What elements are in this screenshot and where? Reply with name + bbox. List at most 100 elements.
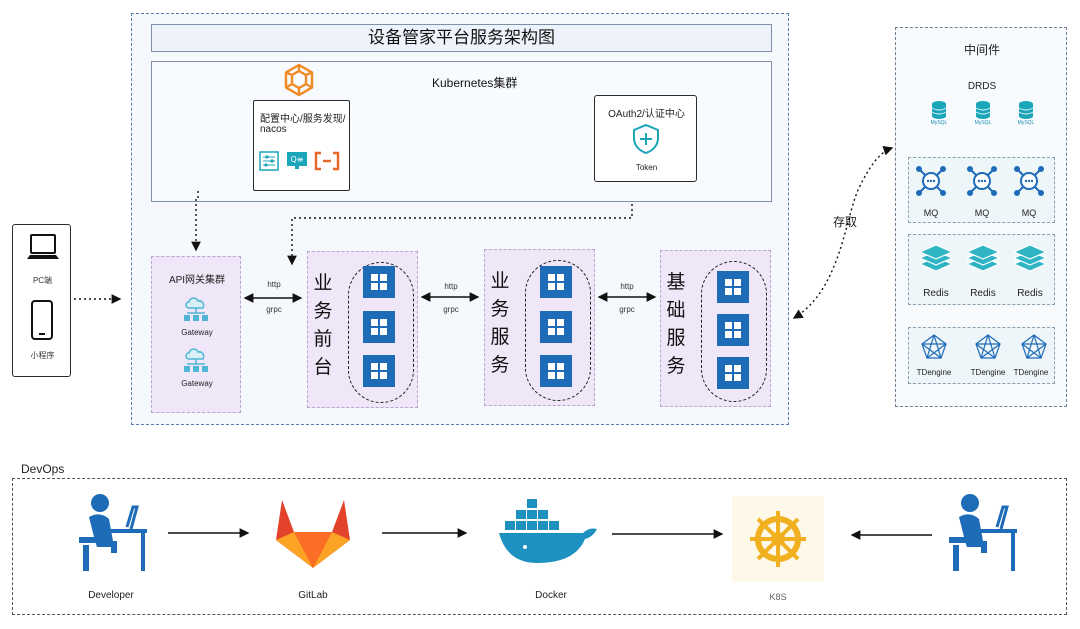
mq-label: MQ	[974, 208, 990, 218]
service-panel-frontend: 业 务 前 台	[307, 251, 418, 408]
gitlab-fox-icon	[276, 500, 350, 568]
k8s-hexagon-icon	[284, 63, 314, 97]
config-center-line2: nacos	[260, 124, 287, 135]
mq-hub-icon	[916, 166, 946, 196]
http-label: http	[267, 280, 281, 289]
mysql-label: MySQL	[1017, 120, 1035, 126]
devops-title: DevOps	[21, 462, 65, 476]
monitor-icon: Q≡	[287, 152, 307, 169]
windows-icon	[717, 271, 749, 303]
developer-icon-tile	[67, 489, 155, 577]
service-instances-oval	[701, 261, 767, 402]
service-char: 服	[666, 328, 686, 349]
gateway-cloud-icon	[184, 297, 208, 321]
k8s-icon-tile	[732, 496, 824, 582]
gitlab-label: GitLab	[298, 590, 328, 601]
grpc-label: grpc	[443, 305, 459, 314]
platform-middleware-arrow	[792, 146, 894, 319]
service-char: 基	[666, 272, 686, 293]
windows-icon	[717, 314, 749, 346]
tdengine-label: TDengine	[1013, 368, 1049, 377]
phone-icon	[31, 300, 53, 340]
windows-icon	[540, 355, 572, 387]
grpc-label: grpc	[619, 305, 635, 314]
laptop-icon	[27, 234, 59, 259]
gateway-label: Gateway	[181, 379, 213, 388]
mysql-db-icon	[931, 101, 947, 119]
tdengine-label: TDengine	[916, 368, 952, 377]
devops-panel	[12, 478, 1067, 615]
service-char: 服	[490, 327, 510, 348]
tdengine-label: TDengine	[970, 368, 1006, 377]
middleware-title: 中间件	[963, 43, 1000, 57]
mysql-label: MySQL	[930, 120, 948, 126]
gitlab-icon-tile	[268, 492, 358, 572]
settings-sliders-icon	[259, 151, 279, 171]
service-char: 前	[313, 329, 333, 350]
redis-group: Redis Redis Redis	[908, 234, 1055, 305]
service-panel-basic: 基 础 服 务	[660, 250, 771, 407]
windows-icon	[363, 355, 395, 387]
service-instances-oval	[348, 262, 414, 403]
client-devices-panel: PC端 小程序	[12, 224, 71, 377]
mq-label: MQ	[923, 208, 939, 218]
mq-label: MQ	[1021, 208, 1037, 218]
grpc-label: grpc	[266, 305, 282, 314]
svg-text:Q≡: Q≡	[291, 155, 304, 164]
k8s-cluster-label: Kubernetes集群	[432, 76, 518, 90]
redis-label: Redis	[970, 288, 996, 299]
k8s-cluster: Kubernetes集群 配置中心/服务发现/ nacos Q≡ OAuth2/…	[151, 61, 772, 202]
tdengine-group: TDengine TDengine TDengine	[908, 327, 1055, 384]
page-title: 设备管家平台服务架构图	[368, 28, 555, 47]
gateway-label: Gateway	[181, 328, 213, 337]
config-center-line1: 配置中心/服务发现/	[260, 114, 346, 125]
service-char: 务	[490, 299, 510, 320]
mq-hub-icon	[967, 166, 997, 196]
redis-label: Redis	[923, 288, 949, 299]
oauth-center-box: OAuth2/认证中心 Token	[594, 95, 697, 182]
pc-label: PC端	[32, 276, 53, 285]
gateway-cloud-icon	[184, 348, 208, 372]
mq-group: MQ MQ MQ	[908, 157, 1055, 223]
bracket-icon	[314, 151, 340, 171]
mysql-db-icon	[975, 101, 991, 119]
http-label: http	[620, 282, 634, 291]
service-char: 础	[666, 300, 686, 321]
service-instances-oval	[525, 260, 591, 401]
tdengine-network-icon	[1021, 334, 1047, 359]
redis-label: Redis	[1017, 288, 1043, 299]
token-label: Token	[635, 163, 658, 172]
docker-whale-icon	[499, 499, 597, 563]
mysql-db-icon	[1018, 101, 1034, 119]
docker-label: Docker	[535, 590, 567, 601]
windows-icon	[363, 311, 395, 343]
shield-plus-icon	[633, 123, 659, 155]
middleware-panel: 中间件 DRDS MySQL MySQL MySQL MQ MQ	[895, 27, 1067, 407]
helm-wheel-icon	[750, 511, 806, 567]
config-center-box: 配置中心/服务发现/ nacos Q≡	[253, 100, 350, 191]
service-panel-business: 业 务 服 务	[484, 249, 595, 406]
windows-icon	[540, 311, 572, 343]
service-char: 务	[490, 355, 510, 376]
drds-title: DRDS	[967, 81, 997, 92]
oauth-to-frontend-arrow	[287, 204, 633, 266]
service-char: 业	[490, 271, 510, 292]
windows-icon	[363, 266, 395, 298]
developer-label: Developer	[88, 590, 134, 601]
windows-icon	[540, 266, 572, 298]
config-to-gateway-arrow	[191, 191, 201, 252]
mini-program-label: 小程序	[30, 351, 55, 360]
api-gateway-title: API网关集群	[168, 275, 226, 286]
operator-icon	[949, 494, 1017, 571]
docker-icon-tile	[497, 497, 605, 567]
service-char: 务	[313, 301, 333, 322]
redis-stack-icon	[918, 244, 954, 272]
developer-icon	[79, 494, 147, 571]
redis-stack-icon	[1012, 244, 1048, 272]
redis-stack-icon	[965, 244, 1001, 272]
service-char: 台	[313, 357, 333, 378]
mysql-label: MySQL	[974, 120, 992, 126]
windows-icon	[717, 357, 749, 389]
api-gateway-cluster: API网关集群 Gateway Gateway	[151, 256, 241, 413]
